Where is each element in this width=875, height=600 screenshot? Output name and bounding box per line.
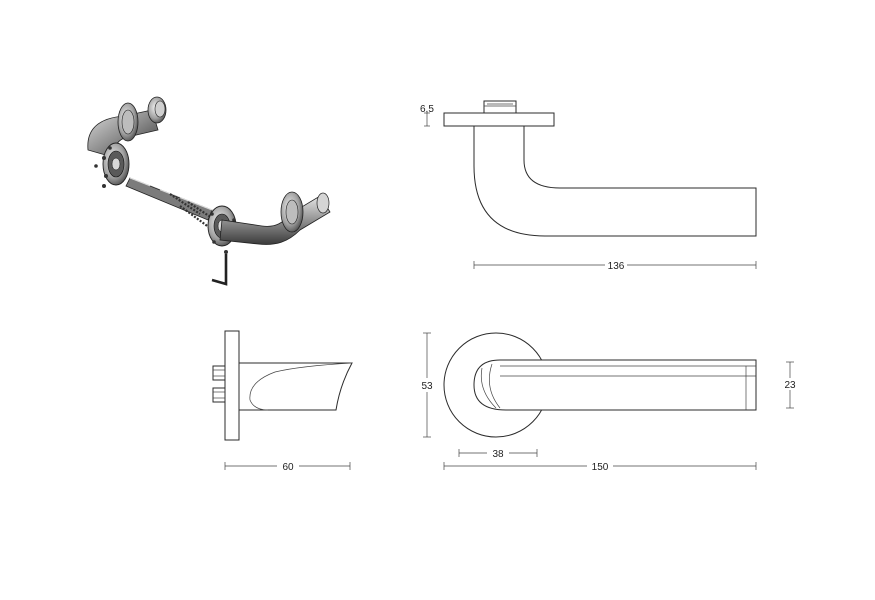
allen-key <box>211 250 228 286</box>
fixing-screws <box>169 193 219 229</box>
side-view: 60 <box>212 330 353 473</box>
dim-rose-offset: 38 <box>492 449 504 460</box>
lever-front-outline <box>473 359 757 411</box>
spindle-boss <box>483 100 517 114</box>
top-view: 6,5 136 <box>420 100 757 272</box>
dim-rose-diameter: 53 <box>421 381 433 392</box>
lever-side-profile <box>239 362 353 411</box>
dim-top-length: 136 <box>608 261 625 272</box>
lower-lever-handle <box>219 191 331 245</box>
rose-plate-outline <box>443 112 555 127</box>
upper-rose-mechanism <box>94 142 130 188</box>
dim-rose-thickness: 6,5 <box>420 104 434 115</box>
rose-side-outline <box>224 330 240 441</box>
lever-profile <box>473 126 757 237</box>
front-view: 53 23 38 150 <box>416 332 802 473</box>
dim-lever-thickness: 23 <box>784 380 796 391</box>
dim-front-length: 150 <box>592 462 609 473</box>
upper-lever-handle <box>87 96 167 159</box>
dim-side-projection: 60 <box>282 462 294 473</box>
exploded-isometric-view <box>87 96 331 286</box>
